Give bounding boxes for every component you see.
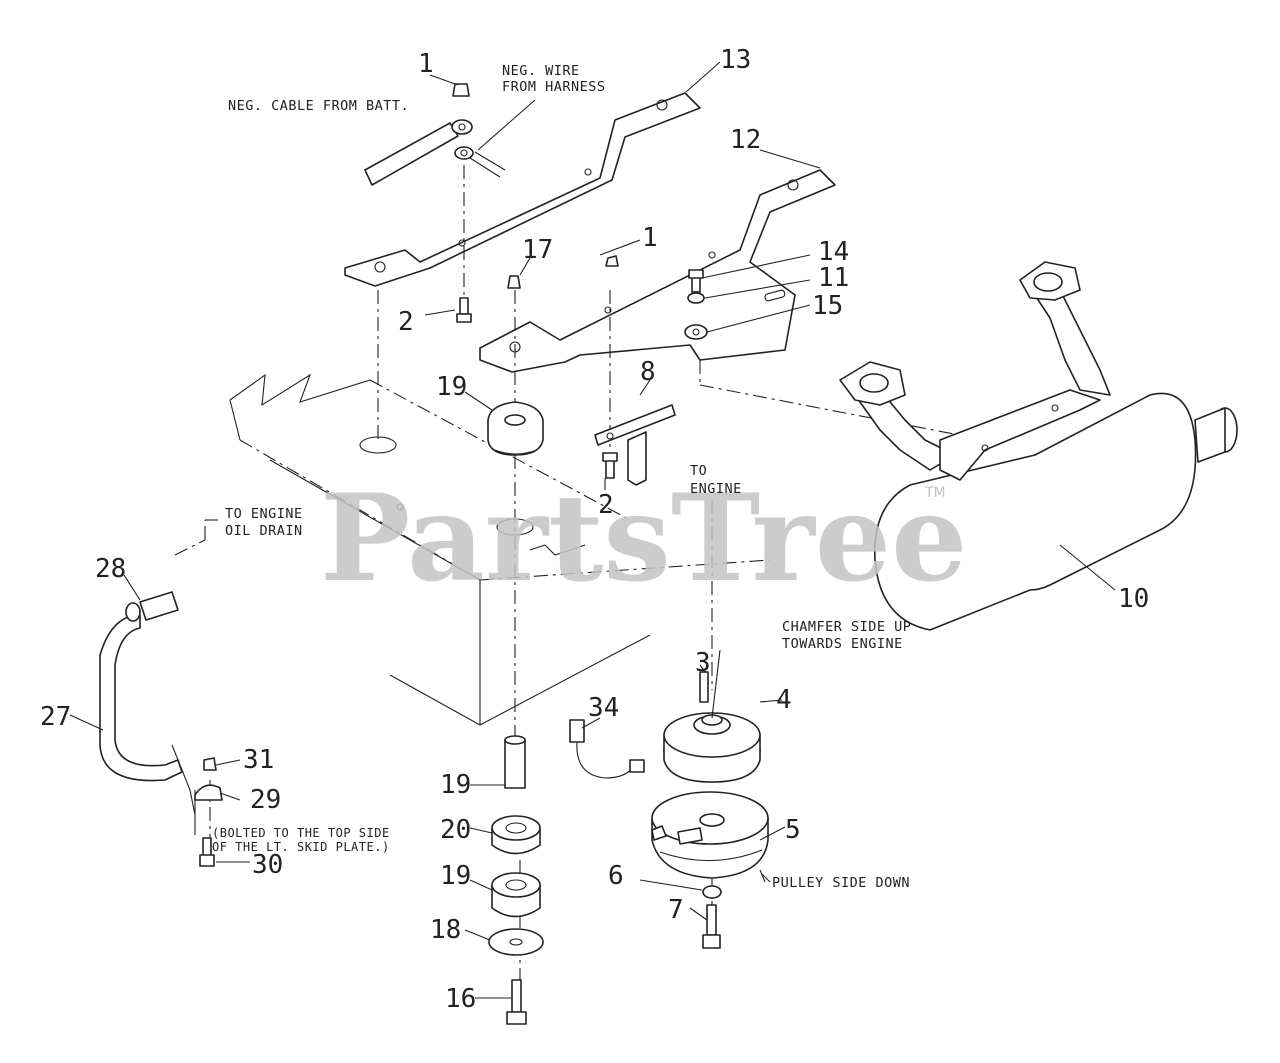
assembly-lines <box>174 165 986 980</box>
bracket-13 <box>344 92 701 287</box>
callout-4: 4 <box>776 685 792 715</box>
washer-bolt-6-7 <box>702 885 722 949</box>
text-labels: NEG. CABLE FROM BATT. NEG. WIRE FROM HAR… <box>212 63 911 891</box>
clutch-5 <box>651 791 769 879</box>
harness-34 <box>569 719 645 779</box>
callout-6: 6 <box>608 861 624 891</box>
callout-2b: 2 <box>598 490 614 520</box>
callout-5: 5 <box>785 815 801 845</box>
callout-2a: 2 <box>398 307 414 337</box>
callout-1b: 1 <box>642 223 658 253</box>
label-oil-drain-2: OIL DRAIN <box>225 523 303 539</box>
callout-28: 28 <box>95 554 126 584</box>
callout-10: 10 <box>1118 584 1149 614</box>
callout-18: 18 <box>430 915 461 945</box>
bracket-8 <box>594 404 676 486</box>
hardware <box>456 255 708 479</box>
isolator-19-upper <box>487 401 544 456</box>
callout-30: 30 <box>252 850 283 880</box>
callout-17: 17 <box>522 235 553 265</box>
callout-14: 14 <box>818 237 849 267</box>
label-bolted-1: (BOLTED TO THE TOP SIDE <box>212 826 390 840</box>
callout-8: 8 <box>640 357 656 387</box>
callout-19a: 19 <box>436 372 467 402</box>
label-chamfer-1: CHAMFER SIDE UP <box>782 619 911 635</box>
callout-numbers: 1 13 12 1 17 14 11 15 2 19 8 2 28 10 3 4… <box>40 45 1149 1014</box>
label-neg-cable: NEG. CABLE FROM BATT. <box>228 98 409 114</box>
label-to-engine-1: TO <box>690 463 707 479</box>
drain-hose-27 <box>99 591 196 835</box>
callout-3: 3 <box>695 648 711 678</box>
watermark-tm: TM <box>924 485 946 501</box>
label-to-engine-2: ENGINE <box>690 481 742 497</box>
label-pulley-side: PULLEY SIDE DOWN <box>772 875 910 891</box>
pulley-4 <box>663 671 761 783</box>
callout-13: 13 <box>720 45 751 75</box>
bracket-12 <box>479 169 836 373</box>
leader-lines <box>69 61 1116 999</box>
label-oil-drain-1: TO ENGINE <box>225 506 303 522</box>
clamp-29 <box>194 757 223 867</box>
frame-section <box>229 373 771 726</box>
label-neg-wire-2: FROM HARNESS <box>502 79 606 95</box>
callout-34: 34 <box>588 693 619 723</box>
mount-stack <box>488 735 544 1025</box>
watermark: PartsTree TM <box>320 468 967 609</box>
watermark-text: PartsTree <box>320 468 967 609</box>
callout-19c: 19 <box>440 861 471 891</box>
callout-15: 15 <box>812 291 843 321</box>
label-chamfer-2: TOWARDS ENGINE <box>782 636 903 652</box>
callout-11: 11 <box>818 263 849 293</box>
callout-16: 16 <box>445 984 476 1014</box>
callout-1a: 1 <box>418 49 434 79</box>
callout-31: 31 <box>243 745 274 775</box>
callout-7: 7 <box>668 895 684 925</box>
label-bolted-2: OF THE LT. SKID PLATE.) <box>212 840 390 854</box>
callout-20: 20 <box>440 815 471 845</box>
callout-12: 12 <box>730 125 761 155</box>
label-neg-wire-1: NEG. WIRE <box>502 63 580 79</box>
callout-19b: 19 <box>440 770 471 800</box>
battery-cable <box>364 83 536 186</box>
muffler-10 <box>839 261 1238 631</box>
callout-29: 29 <box>250 785 281 815</box>
callout-27: 27 <box>40 702 71 732</box>
